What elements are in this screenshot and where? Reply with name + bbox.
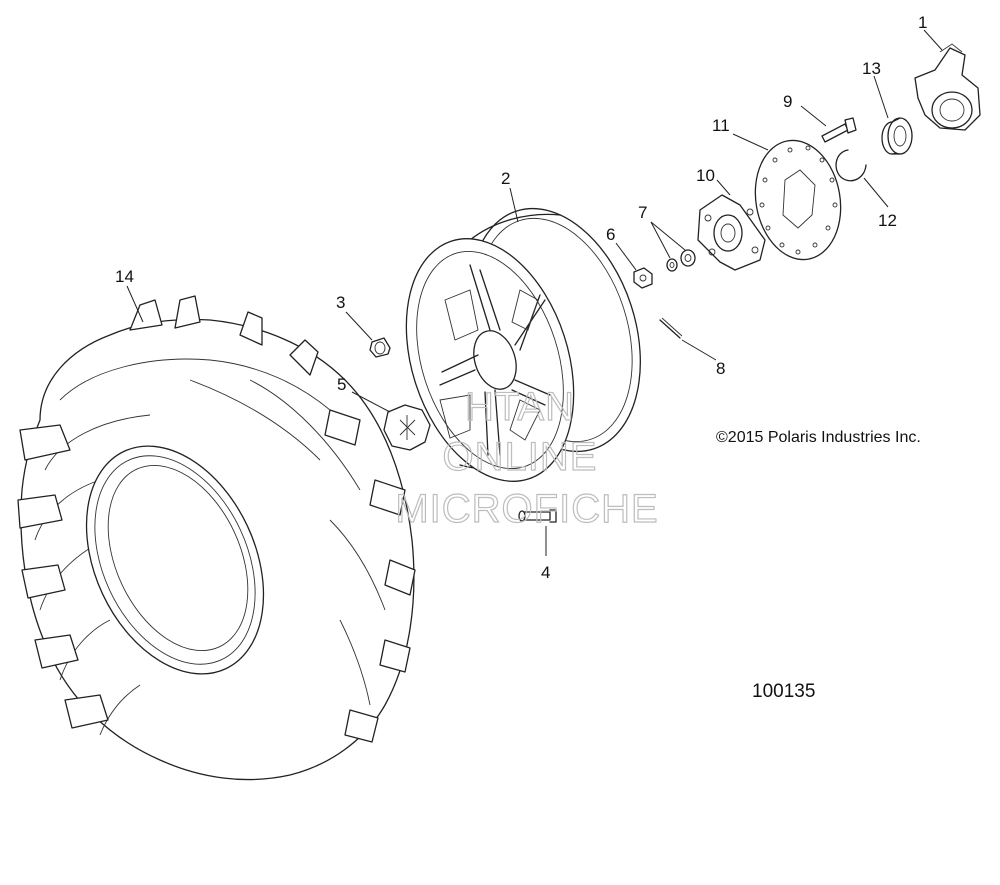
part-4-valve-stem xyxy=(518,509,557,523)
watermark-line-1: HTAN xyxy=(465,385,575,429)
part-7-washers xyxy=(666,249,696,272)
callout-4: 4 xyxy=(541,563,550,582)
callout-7: 7 xyxy=(638,203,647,222)
callout-1: 1 xyxy=(918,13,927,32)
callout-8: 8 xyxy=(716,359,725,378)
part-1-knuckle xyxy=(914,43,981,131)
callout-2: 2 xyxy=(501,169,510,188)
callout-6: 6 xyxy=(606,225,615,244)
part-11-brake-disc xyxy=(754,139,842,261)
diagram-number: 100135 xyxy=(752,681,815,702)
part-9-stud xyxy=(821,117,857,143)
part-14-tire xyxy=(17,295,416,781)
callout-labels: 1 2 3 4 5 6 7 8 9 10 11 12 13 14 xyxy=(115,13,927,582)
watermark: HTAN ONLINE MICROFICHE xyxy=(395,384,659,531)
part-6-nut xyxy=(633,267,653,289)
watermark-line-2: ONLINE xyxy=(443,435,598,479)
copyright-text: ©2015 Polaris Industries Inc. xyxy=(716,429,921,446)
leader-lines xyxy=(126,29,943,556)
part-12-snap-ring xyxy=(835,149,867,182)
callout-11: 11 xyxy=(712,116,730,135)
callout-9: 9 xyxy=(783,92,792,111)
part-13-bearing xyxy=(881,117,913,155)
callout-5: 5 xyxy=(337,375,346,394)
part-3-lug-nut xyxy=(369,337,391,358)
disc-holes xyxy=(759,145,838,255)
callout-14: 14 xyxy=(115,267,134,286)
part-2-wheel xyxy=(405,207,641,482)
part-5-center-cap xyxy=(383,404,431,451)
part-10-hub xyxy=(697,194,766,271)
callout-12: 12 xyxy=(878,211,897,230)
callout-3: 3 xyxy=(336,293,345,312)
callout-13: 13 xyxy=(862,59,881,78)
part-8-cotter-pin xyxy=(659,317,683,339)
callout-10: 10 xyxy=(696,166,715,185)
watermark-line-3: MICROFICHE xyxy=(395,487,658,531)
